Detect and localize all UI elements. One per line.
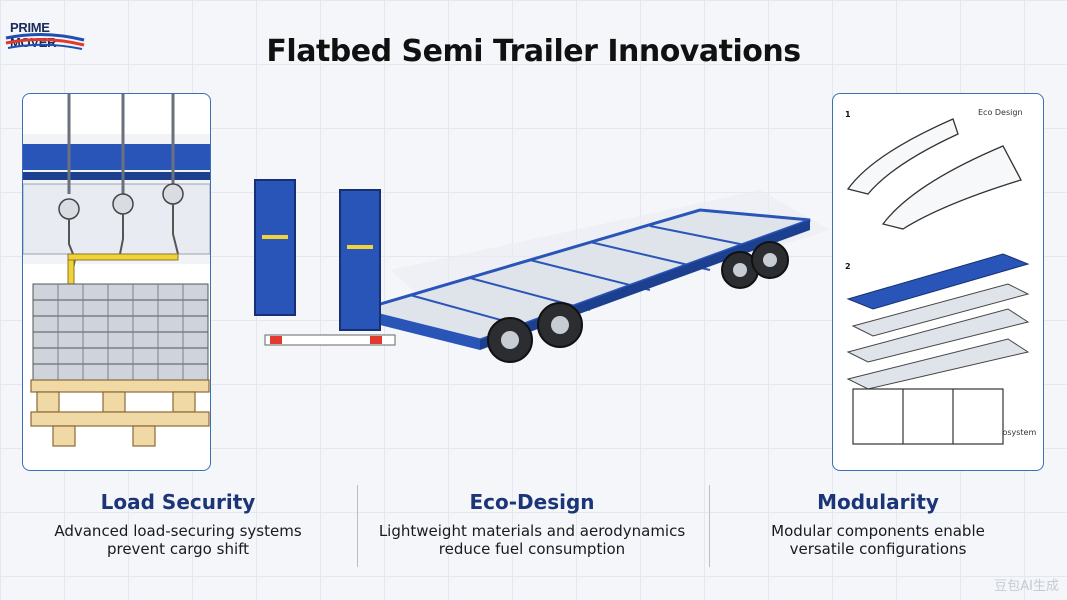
step-two-number: 2 — [845, 262, 851, 271]
modularity-panel: 1 Eco Design 2 Ecosystem — [832, 93, 1044, 471]
feature-description-line: versatile configurations — [789, 540, 967, 558]
feature-description: Lightweight materials and aerodynamics r… — [362, 522, 702, 558]
page-title: Flatbed Semi Trailer Innovations — [266, 34, 801, 69]
ecosystem-label: Ecosystem — [993, 428, 1037, 437]
feature-eco-design: Eco-Design Lightweight materials and aer… — [362, 490, 702, 558]
caption-divider — [709, 485, 710, 567]
feature-description-line: prevent cargo shift — [106, 540, 250, 558]
brand-logo: PRIME MOVER — [4, 8, 88, 52]
step-one-number: 1 — [845, 110, 851, 119]
load-security-panel — [22, 93, 211, 471]
feature-heading: Load Security — [100, 490, 256, 514]
eco-design-label: Eco Design — [978, 108, 1023, 117]
feature-modularity: Modularity Modular components enable ver… — [708, 490, 1048, 558]
feature-description-line: Lightweight materials and aerodynamics — [378, 522, 686, 540]
watermark: 豆包AI生成 — [994, 579, 1059, 594]
logo-swoosh-icon — [5, 32, 85, 50]
caption-divider — [357, 485, 358, 567]
feature-description: Modular components enable versatile conf… — [708, 522, 1048, 558]
load-security-illustration — [23, 94, 210, 447]
feature-heading: Modularity — [817, 490, 939, 514]
feature-description: Advanced load-securing systems prevent c… — [8, 522, 348, 558]
modular-components-illustration — [846, 118, 1030, 445]
feature-description-line: Modular components enable — [771, 522, 985, 540]
feature-description-line: Advanced load-securing systems — [54, 522, 302, 540]
feature-heading: Eco-Design — [469, 490, 595, 514]
feature-description-line: reduce fuel consumption — [438, 540, 626, 558]
flatbed-trailer-illustration — [254, 179, 830, 363]
feature-load-security: Load Security Advanced load-securing sys… — [8, 490, 348, 558]
